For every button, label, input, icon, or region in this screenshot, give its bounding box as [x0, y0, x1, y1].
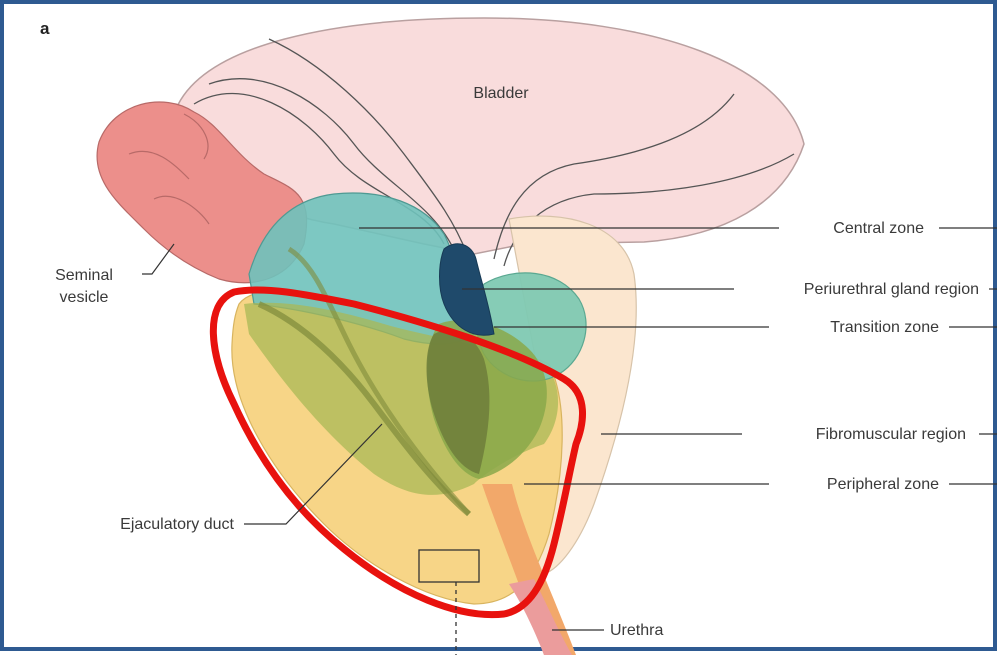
- seminal-vesicle-label-2: vesicle: [60, 289, 109, 306]
- peripheral-zone-label: Peripheral zone: [827, 476, 939, 493]
- prostate-anatomy-diagram: a: [4, 4, 997, 655]
- seminal-vesicle-label-1: Seminal: [55, 267, 113, 284]
- periurethral-label: Periurethral gland region: [804, 281, 979, 298]
- urethra-label: Urethra: [610, 622, 663, 639]
- transition-zone-label: Transition zone: [830, 319, 939, 336]
- fibromuscular-label: Fibromuscular region: [816, 426, 966, 443]
- panel-letter: a: [40, 19, 50, 38]
- ejaculatory-duct-label: Ejaculatory duct: [120, 516, 234, 533]
- central-zone-label: Central zone: [833, 220, 924, 237]
- bladder-label: Bladder: [473, 85, 529, 102]
